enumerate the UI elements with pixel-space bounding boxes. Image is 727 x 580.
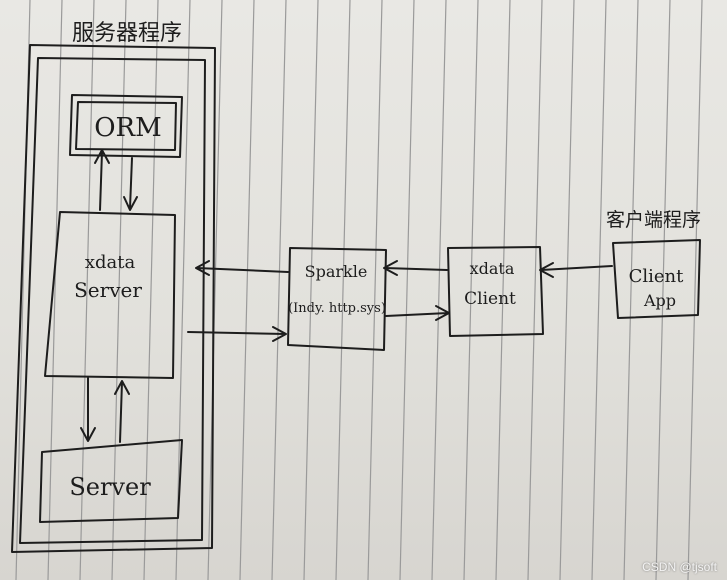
xdata-server-box — [44, 211, 176, 379]
arrow-xdata-to-orm — [94, 149, 110, 211]
xdata-client-label-line2: Client — [464, 289, 516, 309]
orm-box — [69, 94, 183, 158]
xdata-server-label-line1: xdata — [85, 252, 136, 273]
sparkle-label-line1: Sparkle — [305, 262, 368, 281]
ruled-line — [463, 0, 479, 580]
ruled-line — [399, 0, 415, 580]
arrow-xdata-server-to-sparkle — [187, 326, 287, 342]
ruled-line — [47, 0, 63, 580]
server-program-frame — [11, 44, 216, 553]
ruled-line — [623, 0, 639, 580]
xdata-client-label-line1: xdata — [470, 259, 515, 278]
xdata-server-label-line2: Server — [74, 278, 142, 302]
ruled-lines — [15, 0, 703, 580]
sparkle-box — [287, 247, 387, 351]
ruled-line — [495, 0, 511, 580]
server-box — [39, 439, 183, 523]
arrow-orm-to-xdata — [123, 157, 138, 211]
client-app-box — [612, 239, 701, 319]
ruled-line — [175, 0, 191, 580]
sparkle-label-line2: (Indy. http.sys) — [288, 301, 386, 316]
client-app-label-line2: App — [643, 291, 676, 310]
ruled-line — [367, 0, 383, 580]
server-label: Server — [69, 473, 151, 501]
ruled-line — [303, 0, 319, 580]
ruled-line — [687, 0, 703, 580]
watermark: CSDN @tjsoft — [642, 560, 717, 574]
ruled-line — [431, 0, 447, 580]
ruled-line — [239, 0, 255, 580]
client-program-title: 客户端程序 — [606, 209, 701, 231]
ruled-line — [207, 0, 223, 580]
client-app-label-line1: Client — [629, 266, 685, 287]
ruled-line — [271, 0, 287, 580]
ruled-line — [335, 0, 351, 580]
server-program-frame-inner — [19, 57, 206, 544]
orm-box-inner — [75, 101, 177, 151]
ruled-line — [527, 0, 543, 580]
ruled-line — [655, 0, 671, 580]
xdata-client-box — [447, 246, 544, 337]
arrow-server-to-xdata — [114, 380, 130, 443]
arrow-xdata-to-server — [80, 377, 96, 442]
ruled-line — [591, 0, 607, 580]
ruled-line — [79, 0, 95, 580]
server-program-title: 服务器程序 — [72, 21, 182, 46]
arrow-sparkle-to-xdata-server — [195, 260, 289, 276]
arrow-xdata-client-to-sparkle — [383, 260, 448, 276]
arrow-client-app-to-xdata-client — [539, 262, 613, 278]
orm-label: ORM — [94, 113, 162, 143]
ruled-line — [559, 0, 575, 580]
arrow-sparkle-to-xdata-client — [385, 305, 450, 321]
